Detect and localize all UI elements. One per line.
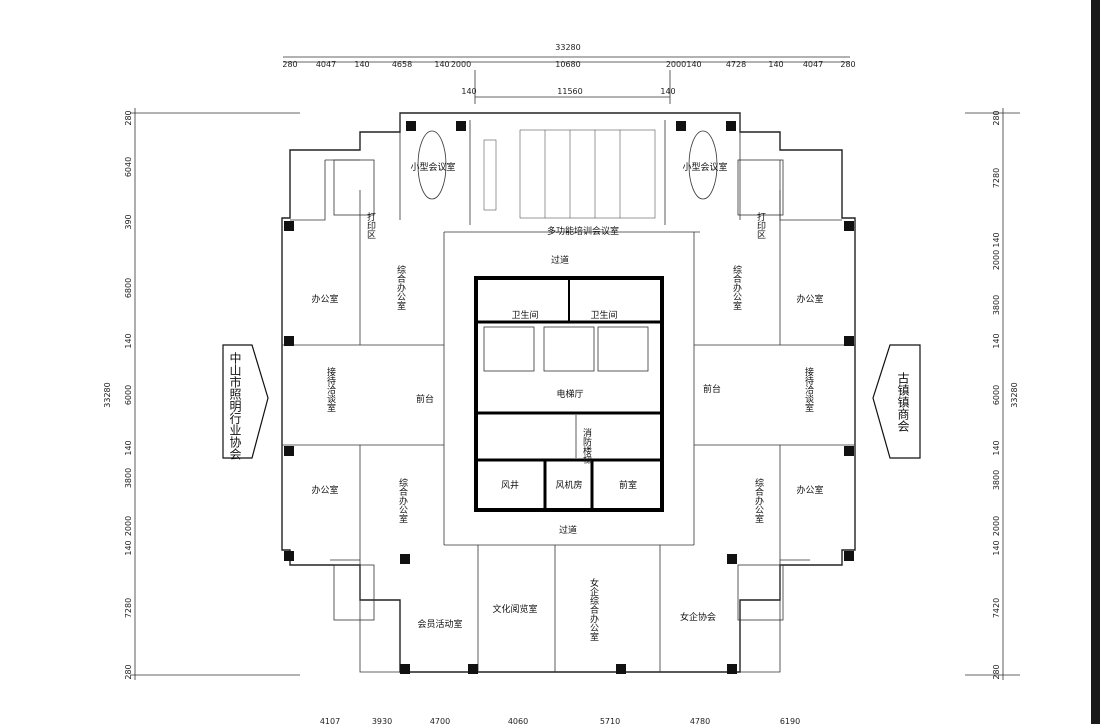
label-member-activity: 会员活动室: [417, 618, 462, 630]
dim-right-4: 3800: [992, 295, 1001, 315]
dim-left-2: 390: [124, 214, 133, 229]
label-air-shaft: 风井: [501, 479, 519, 491]
dim-right-2: 140: [992, 232, 1001, 247]
dim-top-4: 140: [434, 60, 449, 69]
dim-left-0: 280: [124, 110, 133, 125]
dim-top-2: 140: [354, 60, 369, 69]
dim-right-12: 280: [992, 664, 1001, 679]
label-small-meeting-left: 小型会议室: [410, 161, 455, 173]
label-print-left: 打印区: [365, 211, 376, 239]
label-office-left-bottom: 办公室: [311, 484, 338, 496]
dim-left-10: 7280: [124, 598, 133, 618]
label-front-desk-left: 前台: [416, 393, 434, 405]
dim-right-0: 280: [992, 110, 1001, 125]
label-office-right-bottom: 办公室: [796, 484, 823, 496]
sign-right: 古镇镇商会: [896, 371, 910, 433]
dim-right-3: 2000: [992, 250, 1001, 270]
dim-left-4: 140: [124, 333, 133, 348]
dim-left-5: 6000: [124, 385, 133, 405]
label-fire-stairs: 消防楼梯: [581, 427, 592, 465]
dim-left-6: 140: [124, 440, 133, 455]
label-general-office-right-top: 综合办公室: [731, 264, 742, 310]
sign-left: 中山市照明行业协会: [228, 351, 242, 461]
dim-right-10: 140: [992, 540, 1001, 555]
label-general-office-left-bottom: 综合办公室: [397, 477, 408, 523]
dim-top-10: 140: [768, 60, 783, 69]
dim-inner-1: 11560: [557, 87, 582, 96]
label-corridor-bottom: 过道: [559, 524, 577, 536]
label-corridor-top: 过道: [551, 254, 569, 266]
label-antechamber: 前室: [619, 479, 637, 491]
dim-right-7: 140: [992, 440, 1001, 455]
dim-bottom-5: 4780: [690, 717, 710, 724]
label-reception-right: 接待洽谈室: [803, 366, 814, 412]
dim-right-total: 33280: [1010, 382, 1019, 407]
screen-edge-bar: [1091, 0, 1100, 724]
dim-bottom-2: 4700: [430, 717, 450, 724]
dim-right-6: 6000: [992, 385, 1001, 405]
dim-right-11: 7420: [992, 598, 1001, 618]
label-office-left-top: 办公室: [311, 293, 338, 305]
dim-bottom-0: 4107: [320, 717, 340, 724]
dim-left-9: 140: [124, 540, 133, 555]
dim-left-total: 33280: [103, 382, 112, 407]
dim-bottom-4: 5710: [600, 717, 620, 724]
dim-top-0: 280: [282, 60, 297, 69]
label-fan-room: 风机房: [555, 479, 582, 491]
dim-left-7: 3800: [124, 468, 133, 488]
label-restroom-right: 卫生间: [590, 309, 617, 321]
dim-top-9: 4728: [726, 60, 746, 69]
dim-left-3: 6800: [124, 278, 133, 298]
dim-top-3: 4658: [392, 60, 412, 69]
dim-bottom-1: 3930: [372, 717, 392, 724]
dim-top-11: 4047: [803, 60, 823, 69]
dim-right-9: 2000: [992, 516, 1001, 536]
label-small-meeting-right: 小型会议室: [682, 161, 727, 173]
label-general-office-left-top: 综合办公室: [395, 264, 406, 310]
label-women-general-office: 女企综合办公室: [588, 577, 599, 641]
dim-top-1: 4047: [316, 60, 336, 69]
dim-top-total: 33280: [555, 43, 580, 52]
dim-bottom-3: 4060: [508, 717, 528, 724]
dim-right-5: 140: [992, 333, 1001, 348]
dim-bottom-6: 6190: [780, 717, 800, 724]
label-front-desk-right: 前台: [703, 383, 721, 395]
label-print-right: 打印区: [755, 211, 766, 239]
dim-top-8: 140: [686, 60, 701, 69]
dim-right-1: 7280: [992, 168, 1001, 188]
label-women-association: 女企协会: [680, 611, 716, 623]
dim-top-6: 10680: [555, 60, 580, 69]
dim-left-11: 280: [124, 664, 133, 679]
dim-left-8: 2000: [124, 516, 133, 536]
label-general-office-right-bottom: 综合办公室: [753, 477, 764, 523]
dim-inner-0: 140: [461, 87, 476, 96]
dim-top-7: 2000: [666, 60, 686, 69]
label-office-right-top: 办公室: [796, 293, 823, 305]
dim-top-12: 280: [840, 60, 855, 69]
label-elevator-hall: 电梯厅: [556, 388, 583, 400]
label-restroom-left: 卫生间: [511, 309, 538, 321]
dim-right-8: 3800: [992, 470, 1001, 490]
label-reading-room: 文化阅览室: [492, 603, 537, 615]
dim-top-5: 2000: [451, 60, 471, 69]
label-reception-left: 接待洽谈室: [325, 366, 336, 412]
dim-left-1: 6040: [124, 157, 133, 177]
dim-inner-2: 140: [660, 87, 675, 96]
label-training-room: 多功能培训会议室: [547, 225, 619, 237]
